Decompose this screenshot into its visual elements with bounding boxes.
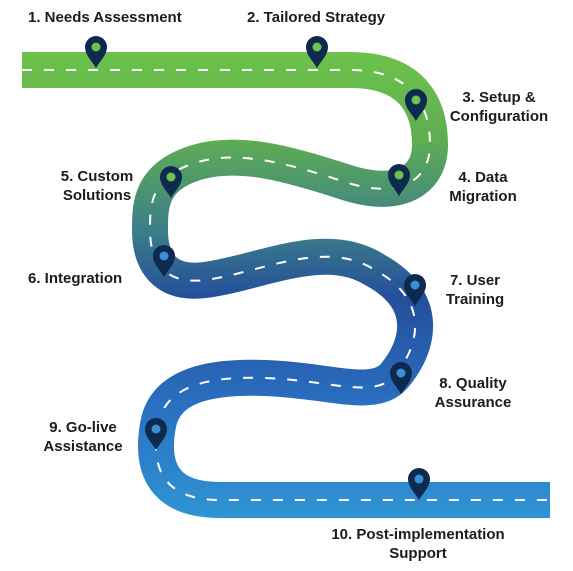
map-pin-icon [388,164,410,196]
map-pin-icon [306,36,328,68]
map-pin-icon [408,468,430,500]
step-9-label: 9. Go-live Assistance [43,419,123,455]
step-5-label: 5. Custom Solutions [60,168,134,204]
map-pin-icon [145,418,167,450]
step-2-label: 2. Tailored Strategy [247,9,386,26]
step-6-label: 6. Integration [28,270,123,287]
map-pin-icon [405,89,427,121]
step-8-label: 8. Quality Assurance [434,375,512,411]
step-7-label: 7. User Training [445,272,505,308]
map-pin-icon [390,362,412,394]
map-pin-icon [160,166,182,198]
map-pin-icon [85,36,107,68]
map-pin-icon [404,274,426,306]
map-pins [85,36,430,500]
step-4-label: 4. Data Migration [449,169,517,205]
step-10-label: 10. Post-implementation Support [331,526,505,562]
step-3-label: 3. Setup & Configuration [449,89,549,125]
step-1-label: 1. Needs Assessment [28,9,182,26]
map-pin-icon [153,245,175,277]
